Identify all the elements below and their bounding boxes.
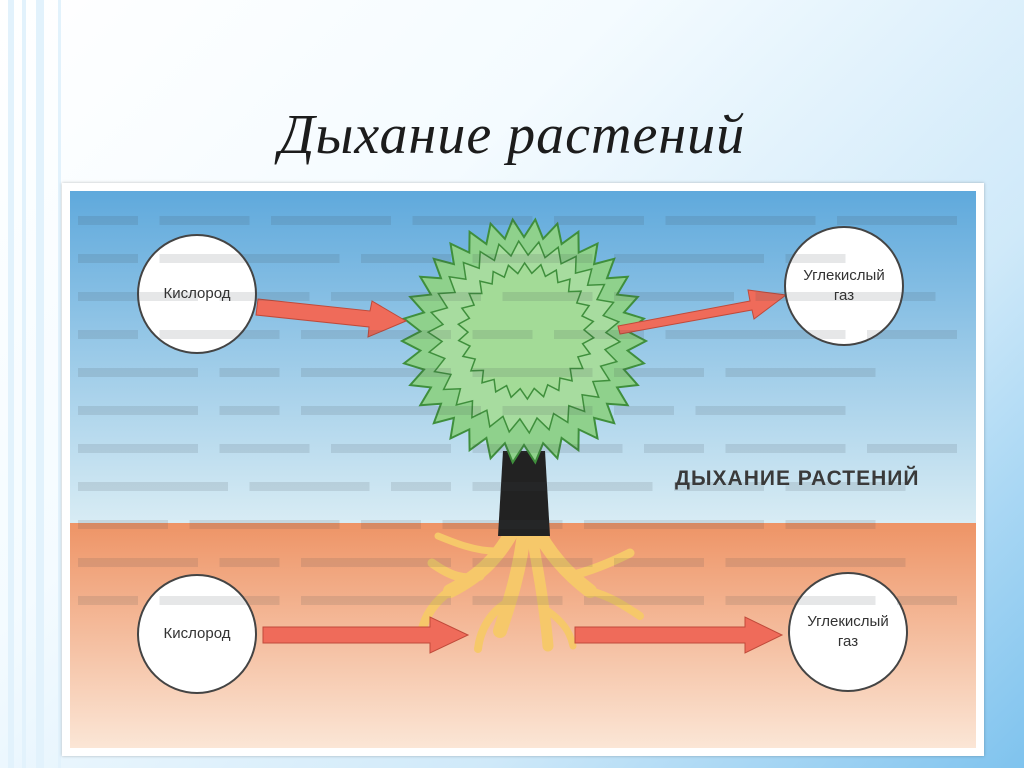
tree-crown xyxy=(399,217,649,465)
arrow-roots-to-co2 xyxy=(574,616,784,654)
plant-respiration-diagram: ▬▬ ▬▬▬ ▬▬▬▬ ▬▬▬▬ ▬▬▬ ▬▬▬▬▬ ▬▬▬▬ ▬▬ ▬▬▬▬▬… xyxy=(70,191,976,748)
diagram-frame: ▬▬ ▬▬▬ ▬▬▬▬ ▬▬▬▬ ▬▬▬ ▬▬▬▬▬ ▬▬▬▬ ▬▬ ▬▬▬▬▬… xyxy=(62,183,984,756)
oxygen-air-circle xyxy=(137,234,257,354)
co2-air-label-line1: Углекислый xyxy=(803,267,885,284)
arrow-oxygen-to-leaves xyxy=(255,298,408,338)
co2-soil-label: Углекислый газ xyxy=(789,612,907,652)
slide-title: Дыхание растений xyxy=(278,104,746,166)
co2-air-label-line2: газ xyxy=(833,287,855,304)
co2-air-label: Углекислый газ xyxy=(785,266,903,306)
co2-soil-circle xyxy=(788,572,908,692)
diagram-caption: ДЫХАНИЕ РАСТЕНИЙ xyxy=(675,467,920,490)
oxygen-soil-circle xyxy=(137,574,257,694)
tree-trunk xyxy=(498,451,550,536)
diagram-canvas xyxy=(70,191,976,748)
co2-soil-label-line1: Углекислый xyxy=(807,613,889,630)
arrow-oxygen-to-roots xyxy=(262,616,470,654)
decorative-stripes xyxy=(0,0,80,768)
background-text-texture: ▬▬ ▬▬▬ ▬▬▬▬ ▬▬▬▬ ▬▬▬ ▬▬▬▬▬ ▬▬▬▬ ▬▬ ▬▬▬▬▬… xyxy=(78,199,957,612)
oxygen-air-label: Кислород xyxy=(163,285,231,302)
co2-soil-label-line2: газ xyxy=(837,633,859,650)
co2-air-circle xyxy=(784,226,904,346)
arrow-leaves-to-co2 xyxy=(617,289,788,335)
oxygen-soil-label: Кислород xyxy=(163,625,231,642)
